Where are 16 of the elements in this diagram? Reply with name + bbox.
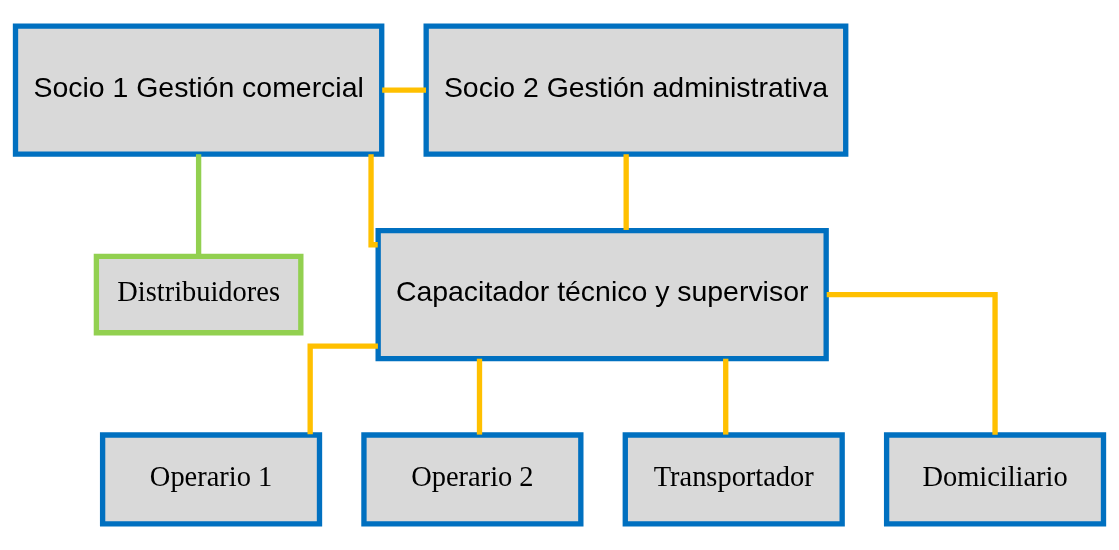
- node-box: Transportador: [622, 432, 845, 527]
- connector: [307, 343, 378, 435]
- node-box: Operario 2: [361, 432, 584, 527]
- node-box: Socio 2 Gestión administrativa: [423, 23, 849, 157]
- connector: [382, 87, 426, 93]
- connector: [723, 358, 729, 435]
- connector: [826, 291, 998, 435]
- node-box: Domiciliario: [883, 432, 1107, 527]
- node-box: Capacitador técnico y supervisor: [375, 227, 829, 362]
- connector: [195, 154, 202, 257]
- connector: [368, 154, 378, 248]
- node-box: Socio 1 Gestión comercial: [12, 23, 385, 157]
- node-box: Distribuidores: [93, 253, 304, 336]
- connector: [623, 154, 629, 230]
- connector: [476, 358, 483, 435]
- node-box: Operario 1: [99, 432, 323, 527]
